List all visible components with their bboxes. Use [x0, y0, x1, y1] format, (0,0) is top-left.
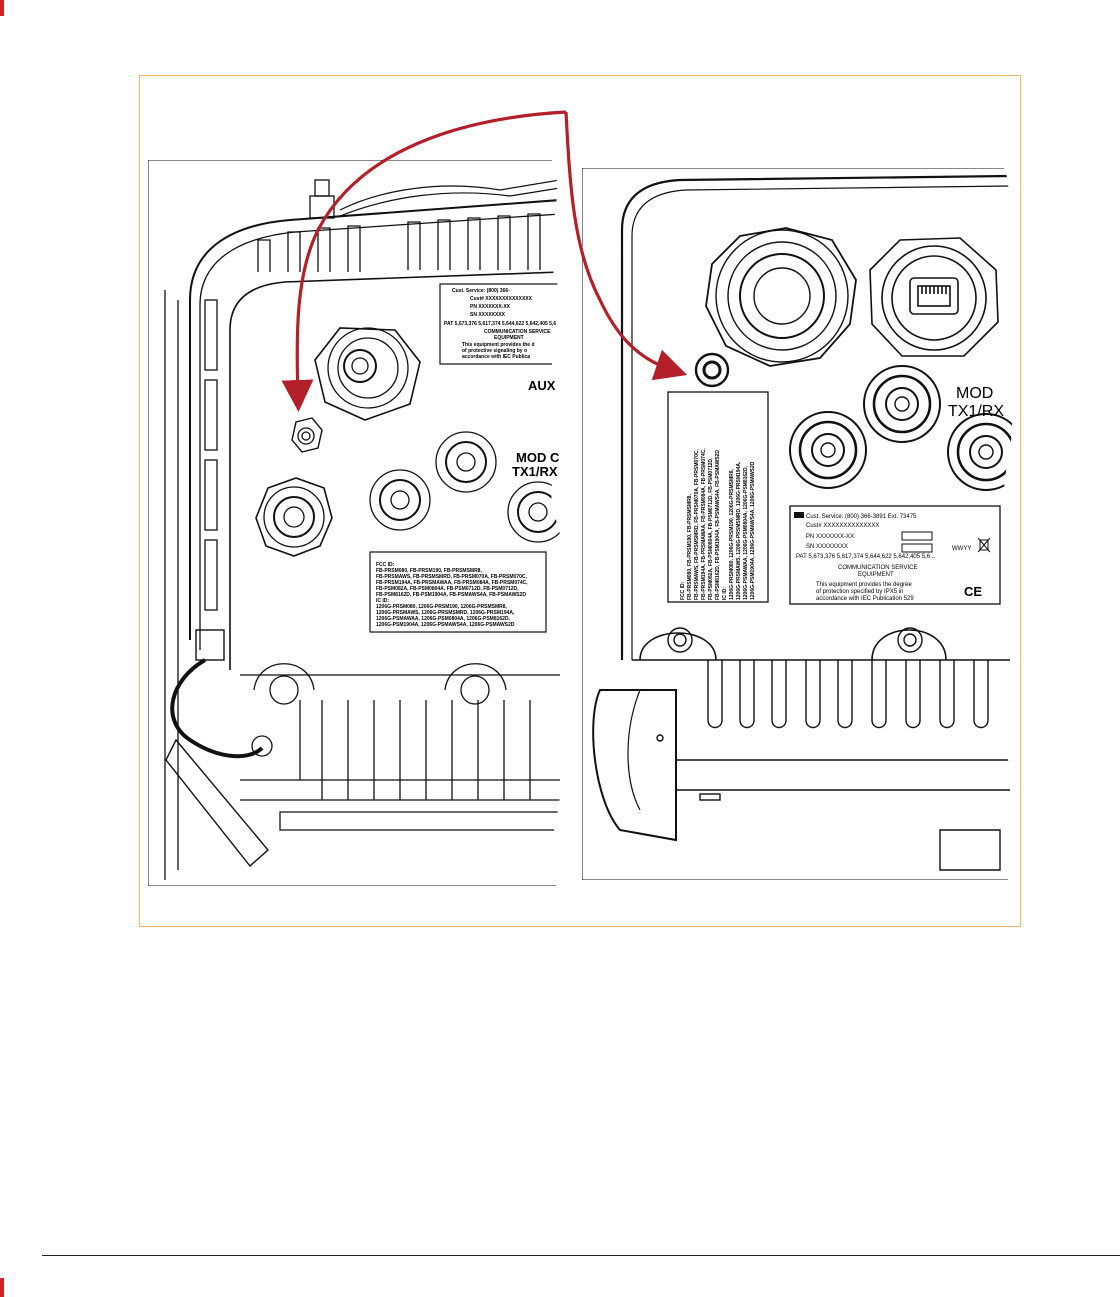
svg-text:SN XXXXXXXX: SN XXXXXXXX	[470, 312, 506, 318]
product-label-right: Cust. Service: (800) 366-3891 Ext. 73475…	[794, 512, 991, 602]
n-connectors-left	[255, 431, 561, 557]
fcc-label-right: FCC ID: FB-PRSM080, FB-PRSM190, FB-PRSMS…	[680, 448, 756, 600]
svg-text:This equipment provides the de: This equipment provides the degree	[816, 582, 912, 588]
svg-text:FB-PRSM194A, FB-PRSMAWAA, FB-P: FB-PRSM194A, FB-PRSMAWAA, FB-PRSM084A, F…	[701, 448, 707, 600]
margin-mark-top	[0, 0, 4, 16]
svg-text:accordance with IEC Publica: accordance with IEC Publica	[462, 354, 530, 360]
svg-text:1206G-PSMAWAA, 1206G-PSM0804A,: 1206G-PSMAWAA, 1206G-PSM0804A, 1206G-PSM…	[743, 465, 749, 600]
right-panel	[582, 168, 1013, 880]
svg-text:EQUIPMENT: EQUIPMENT	[858, 572, 894, 578]
svg-text:IC ID:: IC ID:	[722, 587, 728, 600]
left-panel-labels: AUX MOD C TX1/RX Cust. Service: (800) 36…	[376, 288, 560, 628]
svg-text:1206G-PRSMAWS, 1206G-PRSMSMRD,: 1206G-PRSMAWS, 1206G-PRSMSMRD, 1206G-PRS…	[736, 461, 742, 600]
mod-label-right-1: MOD	[956, 385, 993, 402]
left-panel	[148, 160, 561, 886]
svg-text:IC ID:: IC ID:	[376, 598, 389, 604]
svg-text:PAT 5,673,376 5,617,374 5,644,: PAT 5,673,376 5,617,374 5,644,622 5,642,…	[444, 321, 556, 327]
bottom-fins-left	[299, 700, 531, 800]
top-fins	[257, 213, 541, 272]
weee-bin-icon	[977, 537, 991, 553]
arrow-to-left-vent	[281, 110, 567, 412]
right-panel-labels: MOD TX1/RX Cust. Service: (800) 366-3891…	[680, 385, 1004, 602]
bottom-fins-right	[707, 660, 989, 729]
svg-text:FB-PRSMAWS, FB-PRSMSMRD, FB-PR: FB-PRSMAWS, FB-PRSMSMRD, FB-PRSM070A, FB…	[694, 449, 700, 600]
svg-text:PN XXXXXXX-XX: PN XXXXXXX-XX	[470, 304, 511, 310]
svg-text:FB-PSM082A, FB-PSM0804A, FB-PS: FB-PSM082A, FB-PSM0804A, FB-PSM0712D, FB…	[708, 457, 714, 600]
svg-text:SN XXXXXXXX: SN XXXXXXXX	[806, 544, 848, 550]
aux-label: AUX	[528, 378, 556, 393]
fcc-label-left: FCC ID: FB-PRSM080, FB-PRSM190, FB-PRSMS…	[376, 562, 528, 628]
svg-text:FB-PRSM080, FB-PRSM190, FB-PRS: FB-PRSM080, FB-PRSM190, FB-PRSMSMR8,	[376, 568, 482, 574]
te-logo-icon	[794, 512, 804, 518]
svg-text:FB-PRSMAWS, FB-PRSMSMRD, FB-PR: FB-PRSMAWS, FB-PRSMSMRD, FB-PRSM070A, FB…	[376, 574, 527, 580]
svg-text:Cust. Service: (800) 366-: Cust. Service: (800) 366-	[452, 288, 510, 294]
aux-connector	[314, 327, 421, 421]
svg-text:Cust# XXXXXXXXXXXXXX: Cust# XXXXXXXXXXXXXX	[806, 523, 879, 529]
svg-text:of protection specified by IPX: of protection specified by IPX5 in	[816, 589, 903, 595]
n-connectors-right	[789, 365, 1013, 491]
rj45-port	[869, 237, 999, 357]
svg-text:EQUIPMENT: EQUIPMENT	[494, 335, 524, 341]
svg-text:of protective signaling by o: of protective signaling by o	[462, 348, 527, 354]
svg-text:1206G-PSM1904A, 1206G-PSMAWS4A: 1206G-PSM1904A, 1206G-PSMAWS4A, 1206G-PS…	[376, 622, 515, 628]
arrow-to-right-vent	[564, 111, 688, 381]
svg-text:1206G-PSMAWAA, 1206G-PSM0804A,: 1206G-PSMAWAA, 1206G-PSM0804A, 1206G-PSM…	[376, 616, 511, 622]
svg-text:FB-PSM8162D, FB-PSM1904A, FB-P: FB-PSM8162D, FB-PSM1904A, FB-PSMAWS4A, F…	[376, 592, 526, 598]
svg-text:COMMUNICATION SERVICE: COMMUNICATION SERVICE	[484, 329, 551, 335]
svg-text:PAT 5,673,376 5,617,374 5,644,: PAT 5,673,376 5,617,374 5,644,622 5,642,…	[796, 554, 935, 560]
vent-small-left	[291, 417, 323, 453]
large-connector-right	[705, 227, 857, 367]
footer-rule	[42, 1255, 1120, 1256]
svg-text:FB-PRSM080, FB-PRSM190, FB-PRS: FB-PRSM080, FB-PRSM190, FB-PRSMSMR8,	[687, 494, 693, 600]
date-code: WWYY	[952, 546, 971, 552]
svg-text:FCC ID:: FCC ID:	[376, 562, 395, 568]
svg-text:Cust. Service: (800) 366-3891: Cust. Service: (800) 366-3891 Ext. 73475	[806, 514, 917, 520]
svg-text:1206G-PSM1904A, 1206G-PSMAWS4A: 1206G-PSM1904A, 1206G-PSMAWS4A, 1206G-PS…	[750, 461, 756, 600]
svg-text:FCC ID:: FCC ID:	[680, 581, 686, 600]
callout-arrows	[281, 110, 688, 412]
svg-text:This equipment provides the d: This equipment provides the d	[462, 342, 535, 348]
mod-label-right-2: TX1/RX	[948, 403, 1004, 420]
svg-text:1206G-PRSMAWS, 1206G-PRSMSMRD,: 1206G-PRSMAWS, 1206G-PRSMSMRD, 1206G-PRS…	[376, 610, 515, 616]
svg-text:1206G-PRSM080, 1206G-PRSM190,: 1206G-PRSM080, 1206G-PRSM190, 1206G-PRSM…	[376, 604, 508, 610]
mod-label-left-2: TX1/RX	[512, 464, 558, 479]
svg-text:accordance with IEC Publicatio: accordance with IEC Publication 529	[816, 596, 914, 602]
product-label-left: Cust. Service: (800) 366- Cust# XXXXXXXX…	[444, 288, 556, 360]
svg-text:FB-PRSM194A, FB-PRSMAWAA, FB-P: FB-PRSM194A, FB-PRSMAWAA, FB-PRSM084A, F…	[376, 580, 528, 586]
svg-text:1206G-PRSM080, 1206G-PRSM190,: 1206G-PRSM080, 1206G-PRSM190, 1206G-PRSM…	[729, 468, 735, 600]
svg-text:FB-PSM8162D, FB-PSM1904A, FB-P: FB-PSM8162D, FB-PSM1904A, FB-PSMAWS4A, F…	[715, 450, 721, 600]
svg-text:FB-PSM082A, FB-PSM0804A, FB-PS: FB-PSM082A, FB-PSM0804A, FB-PSM0712D, FB…	[376, 586, 519, 592]
svg-text:PN XXXXXXX-XX: PN XXXXXXX-XX	[806, 534, 854, 540]
mod-label-left-1: MOD C	[516, 450, 560, 465]
svg-text:Cust# XXXXXXXXXXXXXX: Cust# XXXXXXXXXXXXXX	[470, 296, 533, 302]
ce-mark-icon: CE	[964, 584, 982, 599]
svg-text:COMMUNICATION SERVICE: COMMUNICATION SERVICE	[838, 565, 917, 571]
margin-mark-bottom	[0, 1278, 4, 1297]
figure-frame	[139, 75, 1021, 927]
